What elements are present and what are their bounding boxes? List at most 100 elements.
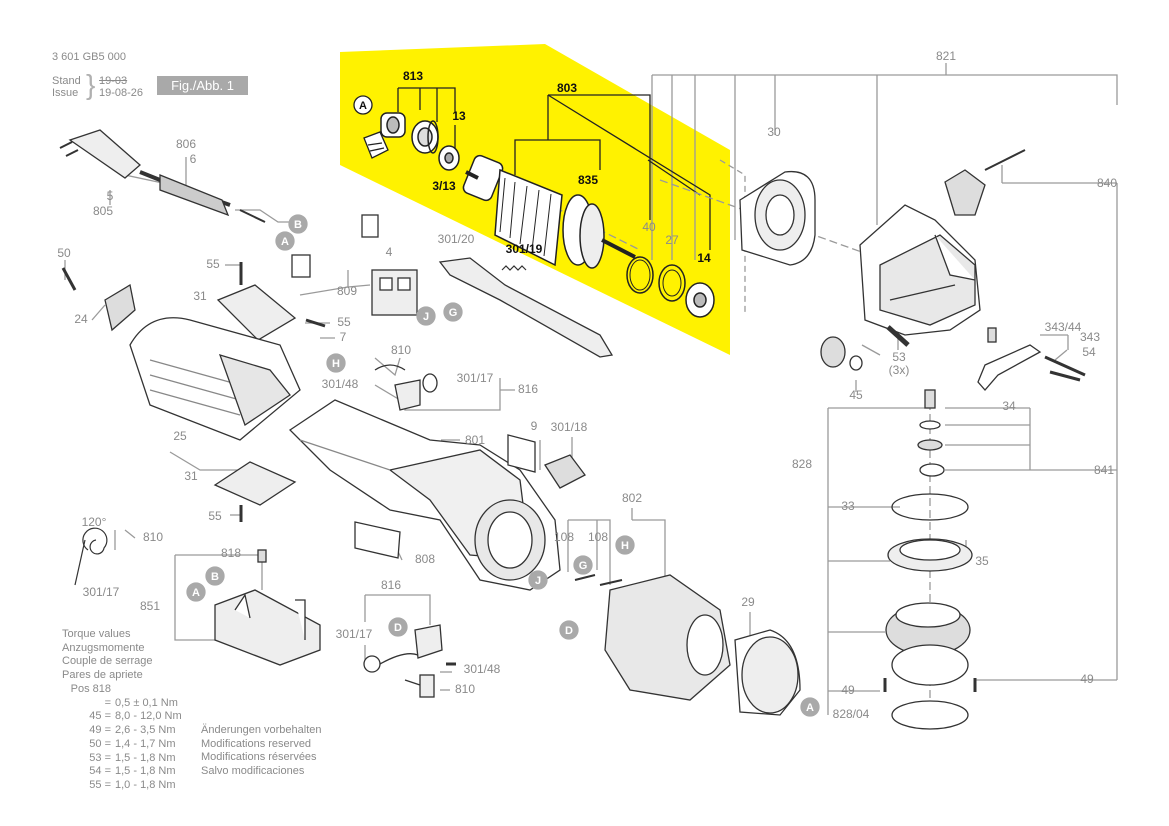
part-number-label: 301/48 — [464, 662, 501, 676]
torque-val: 1,0 - 1,8 Nm — [115, 778, 176, 791]
part-number-label: 840 — [1097, 176, 1117, 190]
part-813-bearing-small — [380, 112, 406, 138]
modification-line: Salvo modificaciones — [201, 765, 305, 778]
part-835-armature — [462, 154, 636, 269]
part-number-label: 301/17 — [457, 371, 494, 385]
part-number-label: 805 — [93, 204, 113, 218]
part-number-label: 828/04 — [833, 707, 870, 721]
torque-pos: 53 = — [89, 751, 111, 764]
callout-circle — [205, 566, 225, 586]
part-802-stator — [574, 574, 731, 701]
part-number-label: 6 — [190, 152, 197, 166]
callout-letter: B — [294, 219, 302, 231]
part-number-label: 49 — [841, 683, 855, 697]
part-number-label: 301/48 — [322, 377, 359, 391]
torque-val: 1,4 - 1,7 Nm — [115, 737, 176, 750]
torque-pos: 54 = — [89, 765, 111, 778]
part-27-washer — [658, 264, 686, 302]
part-number-label: 14 — [697, 251, 711, 265]
part-number-label: 50 — [57, 246, 71, 260]
part-40-ring — [626, 256, 654, 294]
part-number-label: 818 — [221, 546, 241, 560]
callout-circle — [559, 620, 579, 640]
part-25-housing-cover — [129, 317, 301, 441]
part-number-label: 4 — [386, 245, 393, 259]
callout-marker: B — [205, 566, 225, 586]
part-number-label: 301/20 — [438, 232, 475, 246]
callout-marker: H — [326, 353, 346, 373]
callout-circle — [326, 353, 346, 373]
callout-circle — [186, 582, 206, 602]
part-number-label: 810 — [143, 530, 163, 544]
stand-date: 19-03 — [99, 75, 128, 87]
part-number-label: 40 — [642, 220, 656, 234]
part-number-label: 808 — [415, 552, 435, 566]
screws — [61, 262, 1081, 666]
part-14-bearing — [685, 282, 715, 318]
part-number-label: 25 — [173, 429, 187, 443]
callout-letter: H — [621, 540, 629, 552]
part-number-label: 5 — [107, 189, 114, 203]
callout-letter: B — [211, 571, 219, 583]
callout-circle — [288, 214, 308, 234]
part-301-18-plate — [544, 454, 586, 489]
part-31-cover-top — [216, 284, 297, 341]
part-number-label: 841 — [1094, 463, 1114, 477]
part-number-label: 851 — [140, 599, 160, 613]
part-number-label: 31 — [193, 289, 207, 303]
torque-row: 53 = 1,5 - 1,8 Nm — [62, 752, 182, 766]
torque-row: 54 =1,5 - 1,8 Nm — [62, 765, 182, 779]
part-number-label: 835 — [578, 173, 598, 187]
torque-pos: 49 = — [89, 724, 111, 737]
part-813-bearing-large — [411, 120, 439, 154]
modification-line: Änderungen vorbehalten — [201, 724, 322, 736]
callout-marker: J — [416, 306, 436, 326]
part-number-label: 810 — [455, 682, 475, 696]
callout-letter: A — [281, 236, 289, 248]
part-number-label: 3/13 — [432, 179, 456, 193]
part-number-label: 813 — [403, 69, 423, 83]
part-9-label — [507, 434, 536, 473]
torque-val: 8,0 - 12,0 Nm — [115, 710, 182, 723]
callout-circle — [353, 95, 373, 115]
callout-letter: G — [449, 307, 458, 319]
torque-row: Pos 818 =0,5 ± 0,1 Nm — [62, 683, 182, 710]
part-number-label: 27 — [665, 233, 679, 247]
callout-marker: A — [353, 95, 373, 115]
callout-marker: D — [559, 620, 579, 640]
torque-rows: Pos 818 =0,5 ± 0,1 Nm 45 =8,0 - 12,0 Nm … — [62, 683, 182, 793]
torque-line: Couple de serrage — [62, 655, 153, 668]
part-number-label: 343/44 — [1045, 320, 1082, 334]
callout-marker: A — [275, 231, 295, 251]
brace-glyph: } — [86, 69, 96, 100]
torque-val: 1,5 - 1,8 Nm — [115, 751, 176, 764]
part-number-label: 34 — [1002, 399, 1016, 413]
callout-circle — [275, 231, 295, 251]
part-number-label: 301/19 — [506, 242, 543, 256]
figure-label: Fig./Abb. 1 — [157, 76, 248, 95]
part-number-label: 301/17 — [336, 627, 373, 641]
part-number-label: (3x) — [889, 363, 910, 377]
part-number-label: 7 — [340, 330, 347, 344]
part-53-screw — [886, 325, 910, 347]
torque-pos: 45 = — [89, 710, 111, 723]
part-301-20-switch-rod — [438, 257, 614, 358]
part-806-cord — [59, 129, 266, 223]
torque-row: 50 =1,4 - 1,7 Nm — [62, 738, 182, 752]
callout-letter: A — [806, 702, 814, 714]
part-number-label: 33 — [841, 499, 855, 513]
part-851-brush-holder — [214, 549, 321, 666]
part-4-terminal — [291, 214, 379, 278]
part-number-label: 803 — [557, 81, 577, 95]
part-gear-shaft-stack — [883, 389, 977, 730]
part-number-label: 55 — [208, 509, 222, 523]
callout-marker: G — [573, 555, 593, 575]
part-301-19-spring — [501, 265, 527, 271]
callout-marker: A — [186, 582, 206, 602]
part-808-label — [354, 521, 401, 559]
torque-row: 45 = 8,0 - 12,0 Nm — [62, 710, 182, 724]
part-343-lever — [977, 327, 1086, 391]
issue-label: Issue — [52, 87, 79, 99]
